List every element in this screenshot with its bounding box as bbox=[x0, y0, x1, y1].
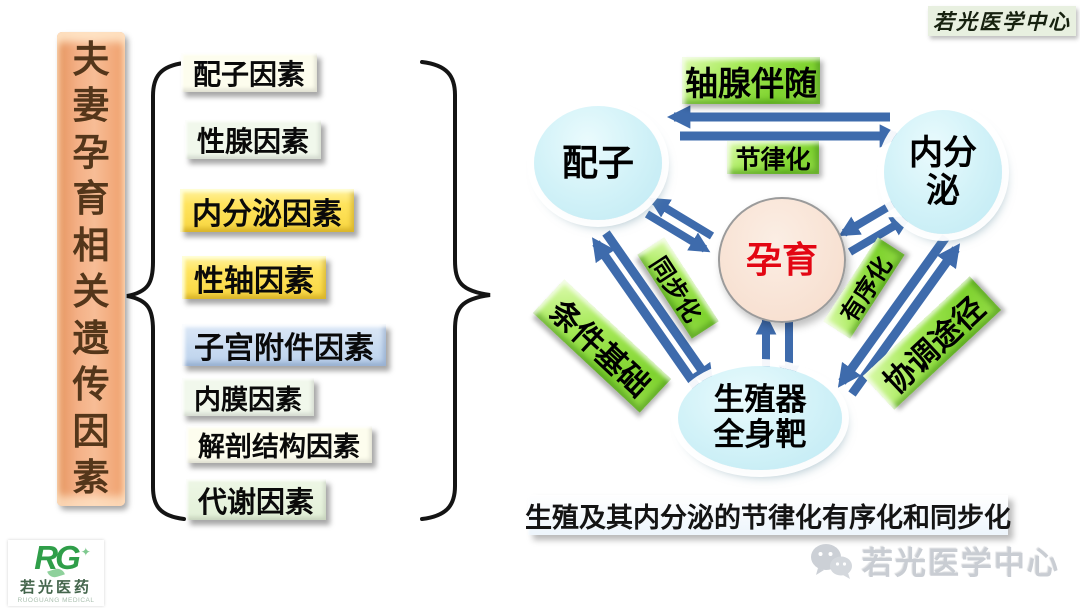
node-endocrine-line2: 泌 bbox=[926, 172, 960, 210]
factor-item-gonad: 性腺因素 bbox=[185, 120, 322, 159]
arrow-gamete-endocrine bbox=[666, 105, 904, 148]
title-text: 夫妻孕育相关遗传因素 bbox=[72, 38, 110, 499]
node-endocrine: 内分 泌 bbox=[884, 110, 1002, 234]
node-endocrine-line1: 内分 bbox=[909, 133, 977, 172]
node-target: 生殖器 全身靶 bbox=[678, 366, 842, 470]
arrow-gamete-target bbox=[591, 230, 715, 395]
factor-item-anatomy: 解剖结构因素 bbox=[186, 426, 372, 463]
sparkle-icon: ✦ bbox=[80, 544, 91, 559]
stamp-medical-center: 若光医学中心 bbox=[928, 6, 1076, 36]
node-center-pregnancy: 孕育 bbox=[718, 197, 846, 323]
node-target-line2: 全身靶 bbox=[713, 417, 807, 452]
label-axis-gland: 轴腺伴随 bbox=[682, 57, 820, 104]
node-center-label: 孕育 bbox=[745, 238, 818, 280]
logo-name: 若光医药 bbox=[19, 578, 92, 596]
rg-logo-icon: RG ✦ bbox=[34, 541, 91, 579]
factor-item-gamete: 配子因素 bbox=[181, 53, 318, 92]
company-logo: RG ✦ 若光医药 RUOGUANG MEDICAL bbox=[8, 540, 104, 606]
factor-item-uterine-adnexa: 子宫附件因素 bbox=[182, 324, 386, 366]
label-rhythmization: 节律化 bbox=[727, 141, 819, 174]
wechat-icon bbox=[811, 543, 852, 579]
node-target-line1: 生殖器 bbox=[713, 382, 807, 418]
title-banner: 夫妻孕育相关遗传因素 bbox=[57, 32, 125, 506]
factor-item-endocrine: 内分泌因素 bbox=[180, 189, 354, 232]
factor-item-metabolic: 代谢因素 bbox=[186, 479, 327, 520]
factor-item-endometrium: 内膜因素 bbox=[182, 378, 314, 416]
brace-left bbox=[126, 61, 186, 521]
brace-right bbox=[420, 60, 491, 521]
caption-bar: 生殖及其内分泌的节律化有序化和同步化 bbox=[525, 495, 1011, 535]
node-gamete-label: 配子 bbox=[561, 141, 634, 183]
watermark: 若光医学中心 bbox=[808, 538, 1060, 583]
arrow-endocrine-center bbox=[838, 196, 912, 256]
factor-item-sexual-axis: 性轴因素 bbox=[182, 256, 326, 299]
watermark-text: 若光医学中心 bbox=[862, 546, 1060, 581]
logo-subtitle: RUOGUANG MEDICAL bbox=[17, 596, 95, 604]
arrow-gamete-center bbox=[644, 197, 715, 253]
node-gamete: 配子 bbox=[534, 106, 662, 220]
